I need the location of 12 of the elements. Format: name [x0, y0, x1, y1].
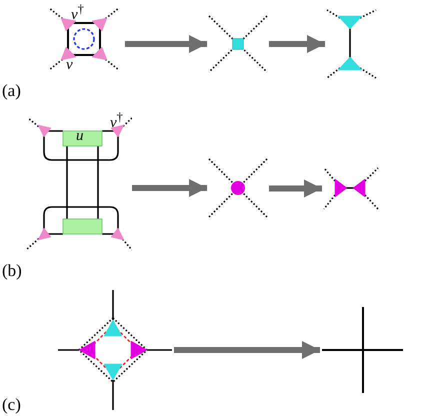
tensor-label: v$^{†}$: [71, 2, 84, 23]
arrow: [269, 35, 325, 53]
tensor-label: u: [76, 129, 84, 144]
arrow: [174, 341, 320, 359]
panel-label: (c): [2, 396, 21, 414]
panel-label: (b): [2, 262, 22, 280]
arrow: [269, 180, 322, 198]
arrow: [132, 179, 207, 197]
panel-label: (a): [2, 82, 21, 100]
arrow: [125, 35, 207, 53]
tensor-label: v: [66, 58, 73, 73]
tensor-label: v$^{†}$: [110, 110, 123, 131]
